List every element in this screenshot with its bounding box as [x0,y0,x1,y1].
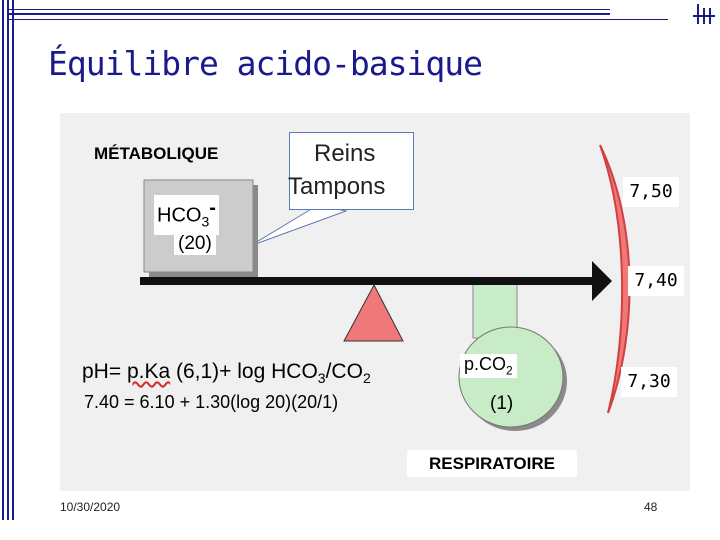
balance-beam [140,277,602,285]
beam-arrowhead [592,261,612,301]
formula-sub3: 3 [317,370,326,387]
callout-line-reins: Reins [314,140,376,167]
scale-value-730: 7,30 [621,367,677,397]
hospital-logo-icon [693,4,715,24]
pco2-label: p.CO2 [460,354,517,378]
formula-pka: p.Ka [126,360,171,383]
pco2-subscript: 2 [506,363,513,378]
pco2-value: (1) [486,393,518,415]
hco3-value: (20) [174,233,216,255]
callout-line-tampons: Tampons [288,173,386,200]
metabolique-label: MÉTABOLIQUE [94,144,219,163]
page-number: 48 [644,500,658,514]
page-title: Équilibre acido-basique [48,44,483,83]
formula-ph: pH= [82,360,127,383]
callout-pointer [249,204,348,247]
respiratoire-label: RESPIRATOIRE [407,450,577,477]
scale-value-740: 7,40 [628,266,684,296]
scale-value-750: 7,50 [623,177,679,207]
hco3-subscript: 3 [201,213,210,230]
diagram-panel: MÉTABOLIQUE Reins Tampons HCO3- (20) 7,5… [60,113,690,491]
reins-tampons-callout: Reins Tampons [288,132,414,210]
formula-co: /CO [325,360,363,383]
hco3-superscript: - [209,197,216,219]
balance-fulcrum [343,283,404,342]
formula-mid: (6,1)+ log HCO [170,360,318,383]
pco2-base: p.CO [464,354,507,374]
formula-line-1: pH= p.Ka (6,1)+ log HCO3/CO2 [82,360,371,386]
formula-line-2: 7.40 = 6.10 + 1.30(log 20)(20/1) [84,392,339,412]
hco3-label: HCO3- [154,195,219,235]
formula-sub2: 2 [362,370,371,387]
hco3-base: HCO [157,204,202,227]
footer-date: 10/30/2020 [60,500,121,514]
ph-scale-arc [599,144,631,414]
